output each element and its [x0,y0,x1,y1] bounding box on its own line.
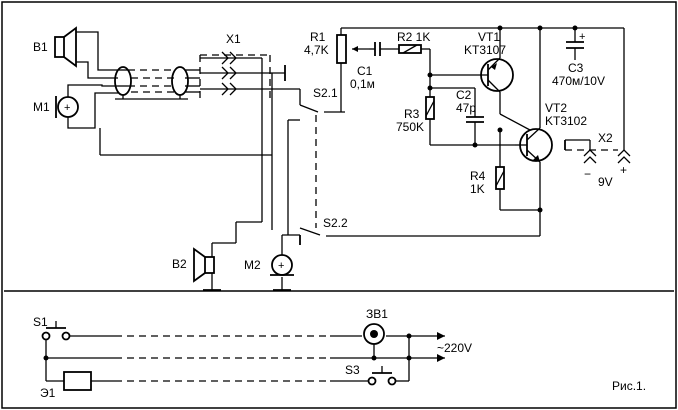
capacitor-c1 [369,42,399,56]
label-s1: S1 [33,315,48,329]
microphone-m1-icon: + [55,96,79,118]
label-e1: Э1 [40,386,56,400]
label-vt1-type: KT3107 [464,43,506,57]
label-r2: R2 1K [397,30,430,44]
figure-caption: Рис.1. [612,379,646,393]
resistor-r2 [398,44,431,75]
junction-r4-top [497,127,503,133]
label-zv1: ЗВ1 [366,307,388,321]
label-r3-value: 750K [396,120,424,134]
svg-text:+: + [64,102,70,114]
label-r1-value: 4,7K [304,43,329,57]
speaker-b2-icon [193,243,221,291]
cable-shield-right [171,66,189,99]
label-c1: C1 [357,64,373,78]
label-s3: S3 [345,363,360,377]
label-r3: R3 [404,107,420,121]
transistor-vt2 [515,28,553,236]
junction-r4-bottom [537,207,543,213]
label-b1: B1 [33,40,48,54]
cable-lines [115,69,200,100]
label-vt2: VT2 [545,101,567,115]
label-c1-value: 0,1м [350,77,375,91]
label-x2-plus: + [620,163,627,177]
mains-circuit [41,321,445,391]
transistor-vt1 [430,28,531,131]
capacitor-c3: + [566,28,585,60]
label-vt2-type: KT3102 [545,114,587,128]
label-c2-value: 47p [456,101,476,115]
label-m2: M2 [244,258,261,272]
label-c3: C3 [568,61,584,75]
cable-shield-left [114,66,132,99]
speaker-b1-icon [54,26,77,68]
label-x1: X1 [226,32,241,46]
connector-x1-icon [199,51,300,100]
junction-vt1-emitter [497,25,503,31]
b1-m1-wiring [67,31,118,129]
label-r4: R4 [470,169,486,183]
label-s2-2: S2.2 [323,216,348,230]
label-c2: C2 [456,88,472,102]
label-b2: B2 [172,257,187,271]
label-x2-minus: − [584,167,591,181]
label-mains: ~220V [437,341,472,355]
label-c3-value: 470м/10V [552,74,605,88]
junction-s1 [43,355,49,361]
junction-c2-bottom [472,142,478,148]
junction-c3 [572,25,578,31]
junction-s3-top [406,333,412,339]
label-r1: R1 [310,30,326,44]
junction-zv1 [371,355,377,361]
label-s2-1: S2.1 [313,86,338,100]
label-vt1: VT1 [478,30,500,44]
connector-x2 [564,28,631,164]
junction-c2-top [427,85,433,91]
label-x2-voltage: 9V [598,175,613,189]
resistor-r4 [495,130,540,211]
switch-s2-2 [299,227,540,237]
lower-wiring [99,58,301,255]
capacitor-c2 [430,87,484,145]
svg-text:+: + [579,31,585,43]
svg-text:+: + [278,260,284,272]
label-m1: M1 [33,100,50,114]
label-x2: X2 [598,131,613,145]
microphone-m2-icon: + [270,254,294,291]
junction-s3-mid [406,355,412,361]
label-r4-value: 1K [470,182,485,196]
